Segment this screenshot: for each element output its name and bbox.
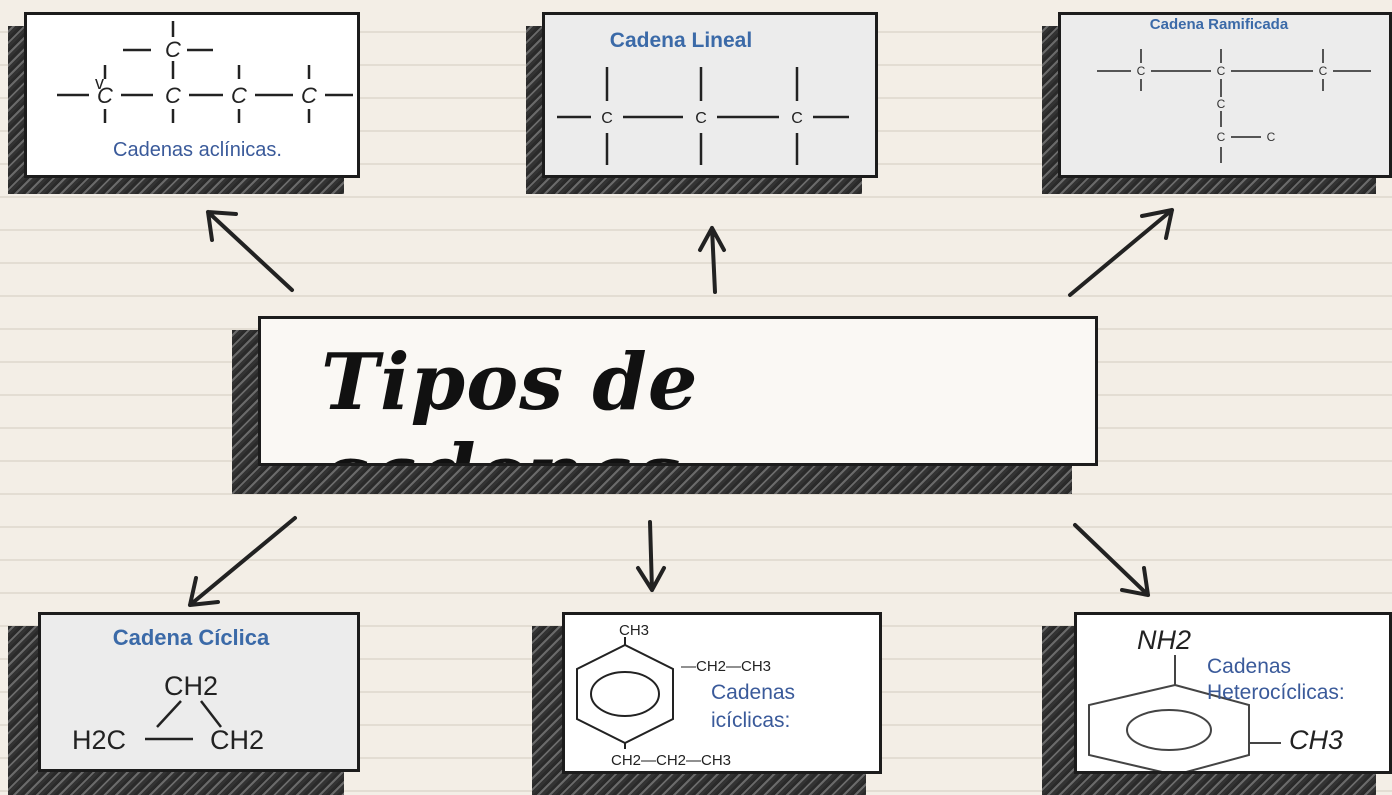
ciclica-right-group: CH2 <box>210 725 264 755</box>
atom-c: C <box>1217 97 1226 111</box>
aromatic-structure: CH3 —CH2—CH3 CH2—CH2—CH3 Cadenas icíclic… <box>576 622 795 769</box>
lineal-title: Cadena Lineal <box>610 29 752 52</box>
atom-c: C <box>791 110 803 127</box>
ramificada-title: Cadena Ramificada <box>1150 16 1289 33</box>
main-title-card: Tipos de cadenas <box>232 316 1098 494</box>
arrow-to-heterociclicas <box>1073 523 1150 597</box>
hetero-top-group: NH2 <box>1137 625 1191 655</box>
arrow-to-aciclicas <box>206 210 294 292</box>
heterociclica-structure: NH2 CH3 Cadenas Heterocíclicas: <box>1088 625 1345 771</box>
ciclica-title: Cadena Cíclica <box>113 625 270 650</box>
arrow-to-lineal <box>698 226 726 294</box>
atom-c: C <box>1267 130 1276 144</box>
card-aromatic: CH3 —CH2—CH3 CH2—CH2—CH3 Cadenas icíclic… <box>532 612 882 795</box>
atom-c: C <box>165 37 181 62</box>
hetero-label-line2: Heterocíclicas: <box>1207 681 1345 704</box>
ramificada-structure: Cadena Ramificada C C C C C C <box>1097 16 1371 163</box>
ciclica-structure: Cadena Cíclica CH2 H2C CH2 <box>72 625 270 755</box>
aromatic-right-group: —CH2—CH3 <box>681 658 771 675</box>
arrow-to-aromatic <box>636 520 666 592</box>
atom-c: C <box>601 110 613 127</box>
stray-mark: v <box>95 73 104 93</box>
atom-c: C <box>1319 64 1328 78</box>
lineal-structure: Cadena Lineal C C C <box>557 29 849 165</box>
aciclica-structure: C C C C C v Cadenas aclínicas. <box>57 21 353 161</box>
ciclica-top-group: CH2 <box>164 671 218 701</box>
aromatic-top-group: CH3 <box>619 622 649 639</box>
hetero-right-group: CH3 <box>1289 725 1343 755</box>
atom-c: C <box>231 83 247 108</box>
aromatic-label-line1: Cadenas <box>711 681 795 704</box>
arrow-to-ciclica <box>188 516 297 607</box>
card-aciclicas: C C C C C v Cadenas aclínicas. <box>8 12 360 194</box>
atom-c: C <box>1217 64 1226 78</box>
card-ciclica: Cadena Cíclica CH2 H2C CH2 <box>8 612 360 795</box>
main-title: Tipos de cadenas <box>321 337 699 463</box>
card-heterociclicas: NH2 CH3 Cadenas Heterocíclicas: <box>1042 612 1392 795</box>
atom-c: C <box>695 110 707 127</box>
aromatic-label-line2: icíclicas: <box>711 709 790 732</box>
card-lineal: Cadena Lineal C C C <box>526 12 878 194</box>
atom-c: C <box>97 83 113 108</box>
ciclica-left-group: H2C <box>72 725 126 755</box>
hetero-label-line1: Cadenas <box>1207 655 1291 678</box>
card-ramificada: Cadena Ramificada C C C C C C <box>1042 12 1392 194</box>
atom-c: C <box>1217 130 1226 144</box>
aromatic-bottom-group: CH2—CH2—CH3 <box>611 752 731 769</box>
atom-c: C <box>165 83 181 108</box>
atom-c: C <box>301 83 317 108</box>
atom-c: C <box>1137 64 1146 78</box>
arrow-to-ramificada <box>1068 208 1174 297</box>
aciclicas-label: Cadenas aclínicas. <box>113 139 282 161</box>
